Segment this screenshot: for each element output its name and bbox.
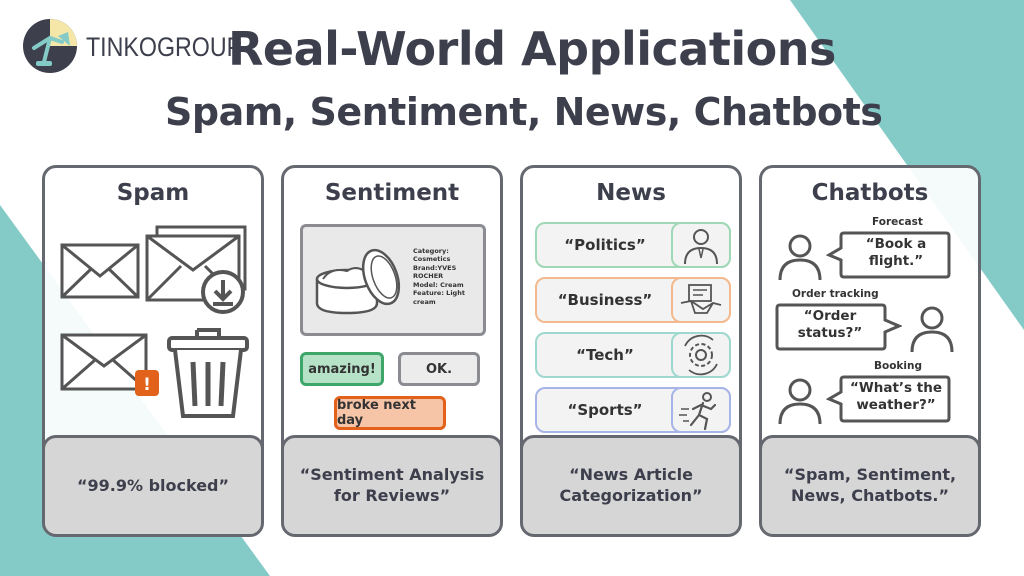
spam-card: Spam ! “99.9% blocked” (42, 165, 264, 537)
speech-bubble-icon (826, 375, 951, 423)
news-category-sports: “Sports” (535, 387, 731, 433)
product-info: Category: Cosmetics Brand:YVES ROCHER Mo… (413, 247, 483, 306)
dialog-text: “Order status?” (797, 308, 863, 341)
dialog-label: Booking (874, 360, 923, 372)
brand-name: TINKOGROUP (86, 32, 243, 62)
spam-footer: “99.9% blocked” (45, 435, 261, 534)
runner-icon (671, 387, 731, 433)
news-category-politics: “Politics” (535, 222, 731, 268)
card-title: Sentiment (324, 180, 460, 206)
page-title: Real-World Applications (228, 22, 836, 76)
news-category-tech: “Tech” (535, 332, 731, 378)
alert-badge: ! (143, 375, 151, 395)
speech-bubble-icon (826, 231, 951, 279)
product-feature: Feature: Light cream (413, 289, 465, 306)
product-model: Model: Cream (413, 280, 464, 289)
category-label: “Politics” (564, 236, 646, 254)
card-title: Spam (116, 180, 190, 206)
envelope-icon (60, 243, 140, 299)
trash-icon (167, 328, 249, 418)
tinkogroup-logo (23, 19, 77, 73)
product-brand: Brand:YVES ROCHER (413, 263, 457, 281)
chatbots-card: Chatbots Forecast “Book a flight.” Order… (759, 165, 981, 537)
speech-bubble-icon (775, 303, 902, 351)
flagged-email-icon (60, 333, 159, 396)
product-review-box: Category: Cosmetics Brand:YVES ROCHER Mo… (300, 224, 486, 336)
email-download-icon (145, 225, 247, 314)
dialog-text: “Book a flight.” (865, 236, 927, 269)
negative-tag: broke next day (334, 396, 446, 430)
user-icon (910, 306, 954, 353)
dialog-label: Order tracking (792, 288, 879, 300)
gear-icon (671, 332, 731, 378)
category-label: “Tech” (576, 346, 634, 364)
user-icon (778, 378, 822, 425)
category-label: “Sports” (567, 401, 643, 419)
news-category-business: “Business” (535, 277, 731, 323)
handshake-icon (671, 277, 731, 323)
politician-icon (671, 222, 731, 268)
chatbots-footer: “Spam, Sentiment, News, Chatbots.” (762, 435, 978, 534)
card-title: News (596, 180, 666, 206)
product-category: Category: Cosmetics (413, 247, 451, 264)
user-icon (778, 234, 822, 281)
news-card: News “Politics” “Business” “Tech” (520, 165, 742, 537)
positive-tag: amazing! (300, 352, 384, 386)
sentiment-footer: “Sentiment Analysis for Reviews” (284, 435, 500, 534)
neutral-tag: OK. (398, 352, 480, 386)
cream-jar-icon (315, 248, 401, 315)
card-title: Chatbots (811, 180, 929, 206)
sentiment-card: Sentiment Category: Cosmetics Brand:YVES… (281, 165, 503, 537)
page-subtitle: Spam, Sentiment, News, Chatbots (165, 90, 883, 134)
news-footer: “News Article Categorization” (523, 435, 739, 534)
dialog-label: Forecast (872, 216, 923, 228)
dialog-text: “What’s the weather?” (849, 380, 943, 413)
category-label: “Business” (557, 291, 653, 309)
